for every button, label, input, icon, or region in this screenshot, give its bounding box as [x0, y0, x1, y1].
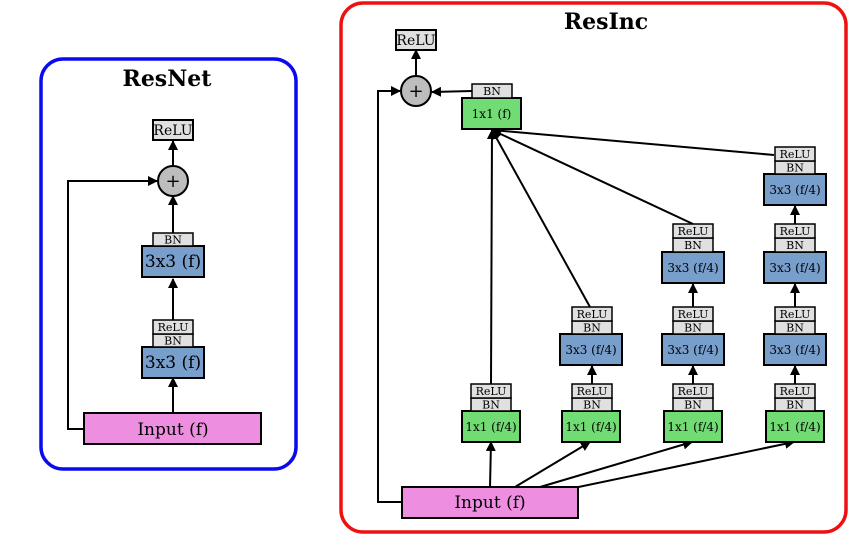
branch-1-relu1-label: ReLU — [476, 385, 507, 398]
branch-3-bn3-label: BN — [684, 239, 702, 252]
branch-4-relu3-label: ReLU — [780, 225, 811, 238]
branch-2-bn2: BN — [571, 320, 613, 335]
branch-3-bn1-label: BN — [684, 399, 702, 412]
branch-3-relu3: ReLU — [672, 223, 714, 239]
branch-3-conv3-label: 3x3 (f/4) — [667, 261, 718, 275]
branch-1-bn1-label: BN — [482, 399, 500, 412]
resinc-branch-4: 1x1 (f/4) BN ReLU 3x3 (f/4) BN ReLU — [763, 146, 827, 443]
resinc-merge-conv-label: 1x1 (f) — [472, 107, 512, 121]
resnet-bn-b-label: BN — [164, 234, 182, 247]
resinc-input-label: Input (f) — [454, 493, 525, 513]
branch-3-bn2-label: BN — [684, 322, 702, 335]
branch-4-bn3-label: BN — [786, 239, 804, 252]
branch-4-relu4: ReLU — [774, 146, 816, 162]
branch-3-bn2: BN — [672, 320, 714, 335]
branch-3-conv2: 3x3 (f/4) — [661, 333, 725, 366]
resnet-add-symbol: + — [165, 171, 180, 192]
branch-1-relu1: ReLU — [470, 383, 512, 399]
branch-4-bn1-label: BN — [786, 399, 804, 412]
branch-4-conv3: 3x3 (f/4) — [763, 251, 827, 284]
resinc-add-node: + — [400, 75, 432, 107]
branch-3-relu1-label: ReLU — [678, 385, 709, 398]
resnet-conv-b: 3x3 (f) — [141, 245, 205, 278]
branch-3-conv3: 3x3 (f/4) — [661, 251, 725, 284]
resnet-panel: ResNet Input (f) 3x3 (f) BN ReLU — [39, 57, 298, 471]
resnet-bn-a: BN — [152, 333, 194, 348]
branch-3-relu2: ReLU — [672, 306, 714, 322]
branch-4-relu2-label: ReLU — [780, 308, 811, 321]
branch-1-conv1-label: 1x1 (f/4) — [465, 420, 516, 434]
resnet-relu-out: ReLU — [152, 119, 194, 141]
resnet-title: ResNet — [123, 66, 213, 92]
branch-3-conv2-label: 3x3 (f/4) — [667, 343, 718, 357]
resnet-bn-b: BN — [152, 232, 194, 247]
branch-4-conv1-label: 1x1 (f/4) — [769, 420, 820, 434]
branch-4-relu4-label: ReLU — [780, 148, 811, 161]
branch-4-conv2-label: 3x3 (f/4) — [769, 343, 820, 357]
branch-2-conv1-label: 1x1 (f/4) — [565, 420, 616, 434]
branch-3-conv1: 1x1 (f/4) — [663, 410, 723, 443]
branch-2-conv2-label: 3x3 (f/4) — [565, 343, 616, 357]
resinc-branch-3: 1x1 (f/4) BN ReLU 3x3 (f/4) BN ReLU — [661, 223, 725, 443]
resinc-relu-out-label: ReLU — [396, 33, 435, 49]
branch-2-conv2: 3x3 (f/4) — [559, 333, 623, 366]
resnet-input-label: Input (f) — [137, 420, 208, 440]
branch-4-bn2: BN — [774, 320, 816, 335]
branch-4-bn1: BN — [774, 397, 816, 412]
branch-4-bn3: BN — [774, 237, 816, 253]
branch-4-bn2-label: BN — [786, 322, 804, 335]
branch-4-relu3: ReLU — [774, 223, 816, 239]
branch-2-relu1: ReLU — [571, 383, 613, 399]
branch-3-bn3: BN — [672, 237, 714, 253]
branch-2-conv1: 1x1 (f/4) — [561, 410, 621, 443]
resnet-relu-a: ReLU — [152, 319, 194, 335]
resnet-conv-a: 3x3 (f) — [141, 346, 205, 379]
resnet-conv-a-label: 3x3 (f) — [145, 353, 201, 373]
resinc-relu-out: ReLU — [395, 29, 437, 51]
branch-4-relu2: ReLU — [774, 306, 816, 322]
branch-4-bn4-label: BN — [786, 162, 804, 175]
branch-4-conv4-label: 3x3 (f/4) — [769, 183, 820, 197]
branch-3-bn1: BN — [672, 397, 714, 412]
branch-2-bn2-label: BN — [583, 322, 601, 335]
resinc-panel: ResInc — [339, 1, 848, 534]
resinc-input-block: Input (f) — [401, 486, 579, 519]
branch-2-bn1-label: BN — [583, 399, 601, 412]
branch-1-bn1: BN — [470, 397, 512, 412]
resnet-input-block: Input (f) — [83, 412, 262, 445]
branch-2-relu2: ReLU — [571, 306, 613, 322]
branch-1-conv1: 1x1 (f/4) — [461, 410, 521, 443]
resnet-add-node: + — [157, 165, 189, 197]
branch-4-relu1-label: ReLU — [780, 385, 811, 398]
resinc-merge-bn-label: BN — [483, 85, 501, 98]
resinc-branch-1: 1x1 (f/4) BN ReLU — [461, 383, 521, 443]
resinc-merge-bn: BN — [471, 83, 513, 99]
branch-4-conv4: 3x3 (f/4) — [763, 173, 827, 206]
resinc-branch-2: 1x1 (f/4) BN ReLU 3x3 (f/4) BN ReLU — [559, 306, 623, 443]
branch-4-conv3-label: 3x3 (f/4) — [769, 261, 820, 275]
branch-3-relu3-label: ReLU — [678, 225, 709, 238]
branch-4-bn4: BN — [774, 160, 816, 175]
branch-3-relu2-label: ReLU — [678, 308, 709, 321]
branch-2-relu2-label: ReLU — [577, 308, 608, 321]
branch-4-conv1: 1x1 (f/4) — [765, 410, 825, 443]
resinc-merge-conv: 1x1 (f) — [461, 97, 522, 130]
resnet-connections — [67, 140, 178, 430]
resinc-title: ResInc — [564, 9, 648, 35]
resnet-panel-border — [39, 57, 298, 471]
branch-4-relu1: ReLU — [774, 383, 816, 399]
resnet-relu-a-label: ReLU — [158, 321, 189, 334]
branch-4-conv2: 3x3 (f/4) — [763, 333, 827, 366]
resnet-relu-out-label: ReLU — [153, 123, 192, 139]
resnet-bn-a-label: BN — [164, 335, 182, 348]
resinc-add-symbol: + — [408, 81, 423, 102]
branch-3-relu1: ReLU — [672, 383, 714, 399]
branch-2-relu1-label: ReLU — [577, 385, 608, 398]
resinc-panel-border — [339, 1, 848, 534]
resnet-conv-b-label: 3x3 (f) — [145, 252, 201, 272]
branch-2-bn1: BN — [571, 397, 613, 412]
branch-3-conv1-label: 1x1 (f/4) — [667, 420, 718, 434]
resinc-connections — [377, 49, 800, 503]
